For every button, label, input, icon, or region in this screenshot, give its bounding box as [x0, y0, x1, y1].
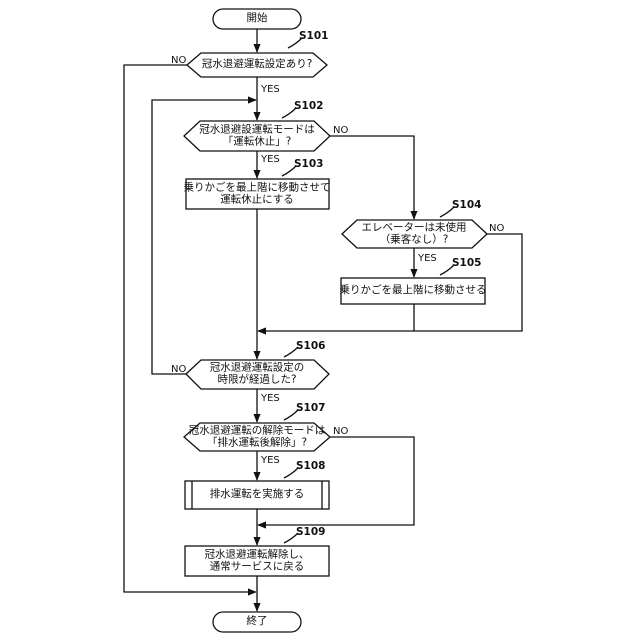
s109-text: 冠水退避運転解除し、 通常サービスに戻る	[205, 549, 310, 572]
s108-text: 排水運転を実施する	[210, 489, 305, 501]
s106-text: 冠水退避運転設定の 時限が経過した?	[210, 362, 305, 385]
s102-text: 冠水退避設運転モードは 「運転休止」?	[199, 124, 315, 147]
step-label-s108: S108	[296, 461, 325, 473]
s101-text: 冠水退避運転設定あり?	[202, 59, 313, 71]
step-label-s109: S109	[296, 527, 325, 539]
s101-yes-label: YES	[261, 84, 280, 95]
arrow-s102-no	[330, 136, 414, 219]
step-label-s105: S105	[452, 258, 481, 270]
s106-yes-label: YES	[261, 393, 280, 404]
step-label-s103: S103	[294, 159, 323, 171]
end-label: 終了	[247, 616, 268, 628]
step-label-s107: S107	[296, 403, 325, 415]
s101-no-label: NO	[171, 55, 186, 66]
s104-text: エレベーターは未使用 （乗客なし）?	[362, 222, 467, 245]
s102-yes-label: YES	[261, 154, 280, 165]
s106-no-label: NO	[171, 364, 186, 375]
s103-text: 乗りかごを最上階に移動させて 運転休止にする	[184, 182, 331, 205]
arrow-s105-merge	[258, 304, 414, 331]
start-label: 開始	[247, 13, 268, 25]
step-label-s102: S102	[294, 101, 323, 113]
step-label-s104: S104	[452, 200, 481, 212]
s105-text: 乗りかごを最上階に移動させる	[340, 285, 487, 297]
s107-text: 冠水退避運転の解除モードは 「排水運転後解除」?	[189, 425, 326, 448]
s104-yes-label: YES	[418, 253, 437, 264]
s104-no-label: NO	[489, 223, 504, 234]
step-label-s101: S101	[299, 31, 328, 43]
s102-no-label: NO	[333, 125, 348, 136]
s107-no-label: NO	[333, 426, 348, 437]
s107-yes-label: YES	[261, 455, 280, 466]
step-label-s106: S106	[296, 341, 325, 353]
